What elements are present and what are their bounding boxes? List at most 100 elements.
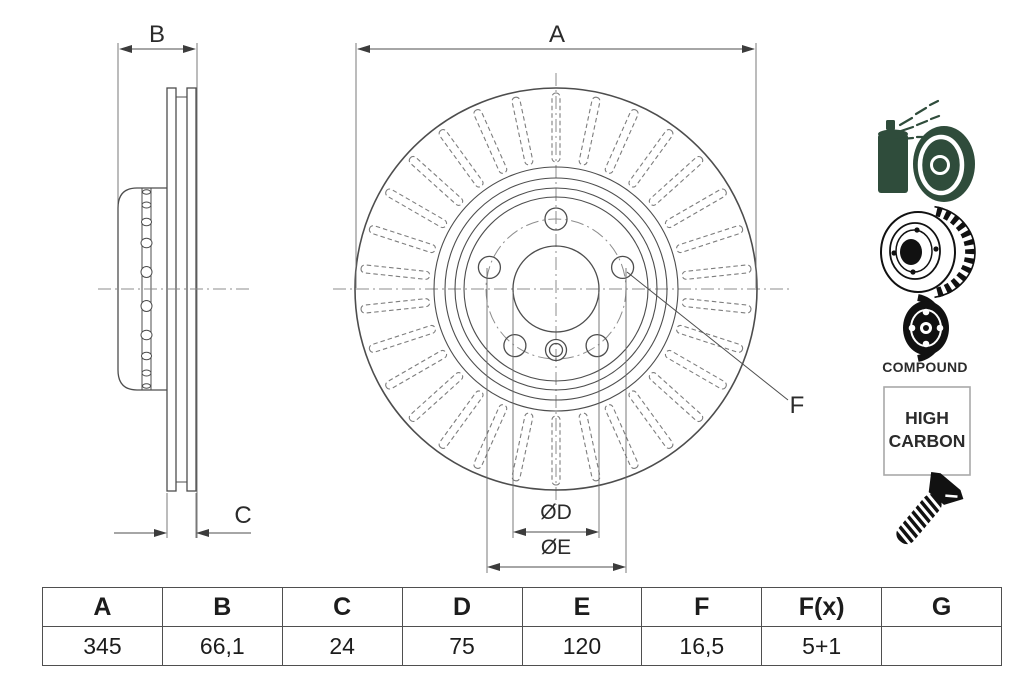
hat-hole xyxy=(140,300,153,312)
wheel-bolt-hole xyxy=(477,255,502,280)
leader-line-f xyxy=(626,271,789,401)
compound-center-bore xyxy=(923,325,929,331)
spray-can-body xyxy=(878,134,908,193)
spray-dash xyxy=(929,114,941,121)
spray-dash xyxy=(898,116,914,127)
coated-disc-center xyxy=(930,155,950,175)
arrow-c-left xyxy=(154,529,167,537)
value-f: 16,5 xyxy=(641,626,763,666)
vent-slot xyxy=(648,155,704,206)
coated-disc-hole-3 xyxy=(934,180,941,188)
hat-outline xyxy=(117,187,167,391)
compound-hole-right xyxy=(936,324,944,332)
wheel-bolt-hole xyxy=(585,333,609,358)
screw-thread-line xyxy=(895,526,913,548)
arrow-a-left xyxy=(357,45,370,53)
vented-hub-outer xyxy=(889,222,941,280)
vent-slot xyxy=(368,225,436,254)
vent-slot xyxy=(664,349,727,390)
header-c: C xyxy=(281,587,403,627)
vent-slot xyxy=(473,404,508,469)
arrow-d-right xyxy=(586,528,599,536)
value-fx: 5+1 xyxy=(761,626,883,666)
hat-hole xyxy=(140,237,153,249)
vent-slot xyxy=(676,225,744,254)
vented-hub-bore xyxy=(900,239,922,265)
wheel-bolt-holes xyxy=(477,207,635,358)
vent-slot xyxy=(385,349,448,390)
hat-bolt-holes xyxy=(140,189,153,389)
vented-disc-icon xyxy=(880,205,976,299)
vent-slot xyxy=(664,188,727,229)
vent-slot xyxy=(408,372,464,423)
dimension-d-label: ØD xyxy=(540,501,572,524)
screw-thread-line xyxy=(908,511,926,532)
vent-slot xyxy=(681,298,752,314)
coated-disc-hole-1 xyxy=(939,142,946,150)
spray-dash xyxy=(914,106,928,116)
spray-can-nozzle xyxy=(886,120,895,130)
dimensions-header-row: A B C D E F F(x) G xyxy=(42,587,1002,627)
screw-thread-line xyxy=(916,501,934,522)
arrow-d-left xyxy=(513,528,526,536)
value-d: 75 xyxy=(401,626,523,666)
vent-slot xyxy=(628,390,674,449)
vent-slot xyxy=(551,415,561,486)
coated-disc-hole-4 xyxy=(950,158,958,166)
vent-slot xyxy=(551,92,561,163)
arrow-a-right xyxy=(742,45,755,53)
high-carbon-line2: CARBON xyxy=(889,431,966,451)
vent-slot xyxy=(578,96,601,166)
screw-slot xyxy=(945,494,958,498)
value-b: 66,1 xyxy=(161,626,283,666)
vent-slot xyxy=(676,324,744,353)
header-e: E xyxy=(521,587,643,627)
high-carbon-line1: HIGH xyxy=(905,408,949,428)
coated-disc-spray-icon xyxy=(878,99,975,202)
technical-drawing-canvas: B C xyxy=(98,21,976,573)
screw-thread-line xyxy=(920,496,939,517)
arrow-e-right xyxy=(613,563,626,571)
wheel-bolt-hole xyxy=(610,255,635,280)
screw-thread-line xyxy=(925,491,943,512)
hat-hole xyxy=(141,351,152,361)
spray-mist-dashes xyxy=(898,99,941,141)
coated-disc-ring xyxy=(917,134,965,196)
vent-slot xyxy=(438,129,484,188)
vent-slot xyxy=(648,372,704,423)
vent-slot xyxy=(408,155,464,206)
vent-slot xyxy=(511,96,534,166)
coated-disc-hole-2 xyxy=(922,164,930,172)
vented-rim-slots xyxy=(935,206,976,298)
arrow-e-left xyxy=(487,563,500,571)
arrow-b-right xyxy=(183,45,196,53)
dimension-f-label: F xyxy=(790,392,805,419)
spray-dash xyxy=(899,136,915,141)
vent-slot xyxy=(438,390,484,449)
header-a: A xyxy=(42,587,163,627)
hat-hole xyxy=(142,383,151,389)
side-view xyxy=(98,43,253,538)
compound-hole-bottom xyxy=(922,340,930,348)
header-b: B xyxy=(161,587,283,627)
vent-slot xyxy=(360,264,431,280)
compound-hole-top xyxy=(922,308,930,316)
dimension-a-label: A xyxy=(549,21,565,48)
front-view xyxy=(333,43,792,573)
vent-slot xyxy=(473,109,508,174)
value-c: 24 xyxy=(281,626,403,666)
disc-outer-edge xyxy=(354,87,758,491)
vent-slot xyxy=(385,188,448,229)
hat-hole xyxy=(141,369,152,377)
hat-hole xyxy=(141,217,152,227)
dimension-e-label: ØE xyxy=(541,536,571,559)
feature-icons: COMPOUND HIGH CARBON xyxy=(878,99,976,548)
compound-caption: COMPOUND xyxy=(882,359,968,375)
spray-dash xyxy=(915,119,929,127)
vent-slot xyxy=(360,298,431,314)
hat-hole xyxy=(142,189,151,195)
hat-hole xyxy=(140,266,153,278)
vented-bolt-dot-3 xyxy=(910,269,916,275)
high-carbon-border xyxy=(883,386,971,476)
